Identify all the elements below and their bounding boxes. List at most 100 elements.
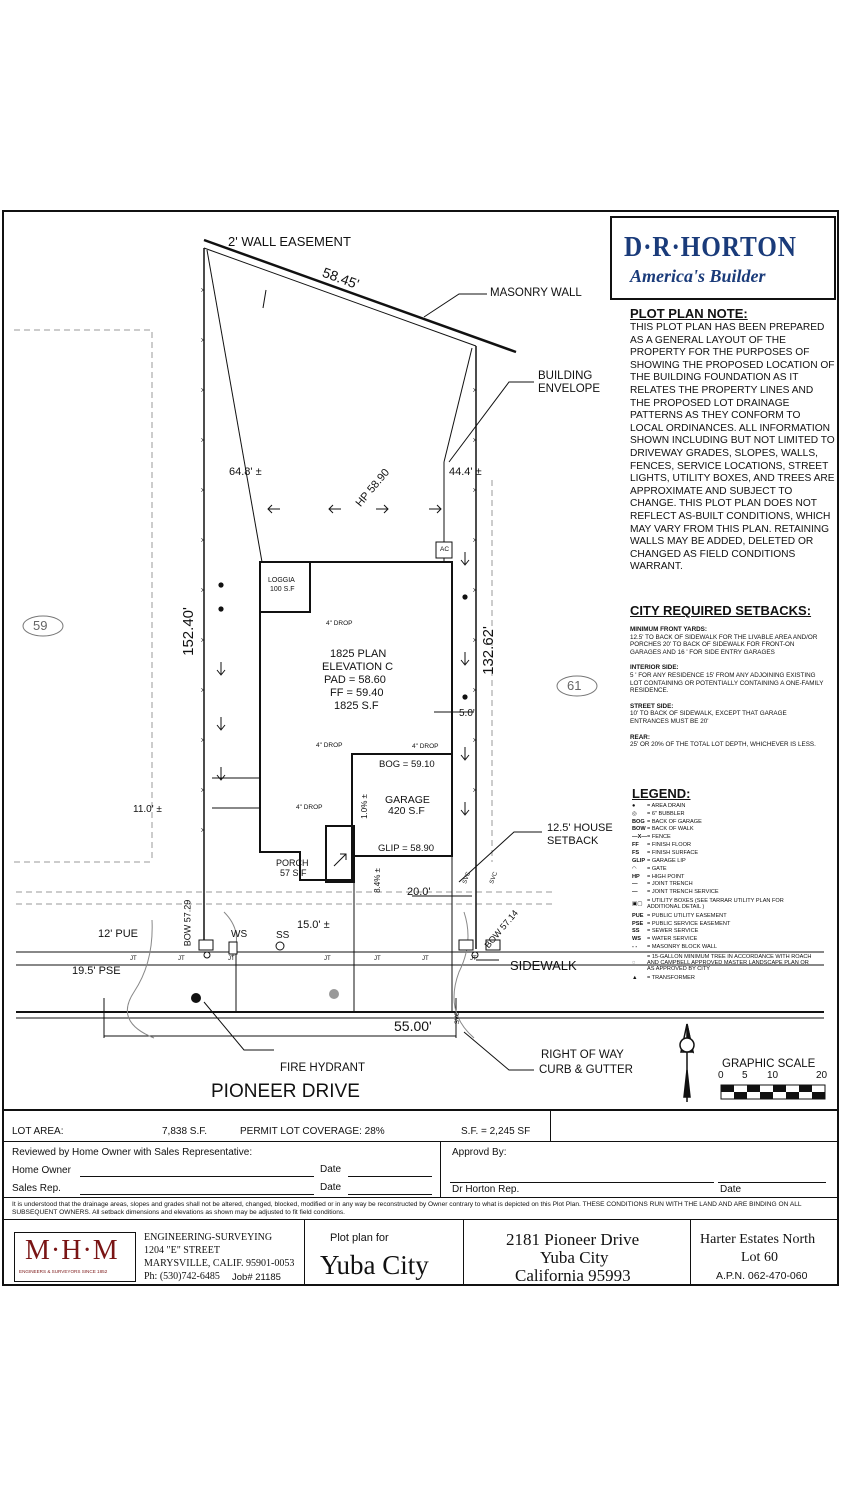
drop-label-right: 4" DROP: [412, 743, 439, 750]
jt-label: JT: [228, 956, 235, 962]
home-owner-date-label: Date: [320, 1164, 342, 1175]
legend-list: ●= AREA DRAIN ◎= 6" BUBBLER BOG= BACK OF…: [632, 802, 827, 982]
engineer-line-2: 1204 "E" STREET: [144, 1245, 220, 1256]
interior-side-text: 5 ' FOR ANY RESIDENCE 15' FROM ANY ADJOI…: [630, 671, 824, 695]
svg-text:x: x: [201, 637, 205, 644]
lot-61-label: 61: [567, 678, 582, 693]
svg-text:x: x: [201, 387, 205, 394]
total-sf: S.F. = 2,245 SF: [461, 1126, 531, 1137]
building-envelope-label-2: ENVELOPE: [538, 383, 600, 395]
builder-tagline: America's Builder: [630, 266, 766, 286]
home-owner-date-line[interactable]: [348, 1176, 432, 1177]
address-line-3: California 95993: [515, 1266, 631, 1285]
jt-label: JT: [324, 956, 331, 962]
legend-item: PSE= PUBLIC SERVICE EASEMENT: [632, 920, 731, 927]
pue-label: 12' PUE: [98, 928, 139, 940]
address-line-2: Yuba City: [540, 1248, 609, 1267]
legend-item: FF= FINISH FLOOR: [632, 842, 691, 849]
svg-text:x: x: [201, 687, 205, 694]
legend-title: LEGEND:: [632, 786, 691, 801]
plot-plan-for-label: Plot plan for: [330, 1232, 389, 1244]
finish-floor-elevation: FF = 59.40: [330, 687, 384, 699]
svg-text:x: x: [473, 437, 477, 444]
wall-easement-label: 2' WALL EASEMENT: [228, 234, 351, 249]
left-angle-dimension: 64.8' ±: [229, 466, 262, 478]
engineer-phone: Ph: (530)742-6485: [144, 1271, 220, 1282]
interior-side-heading: INTERIOR SIDE:: [630, 664, 679, 672]
svg-text:x: x: [473, 487, 477, 494]
svg-text:x: x: [473, 637, 477, 644]
drop-label-loggia: 4" DROP: [326, 620, 353, 627]
sidewalk-label: SIDEWALK: [510, 958, 577, 973]
engineer-logo-subtitle: ENGINEERS & SURVEYORS SINCE 1852: [19, 1269, 108, 1274]
dr-rep-date-line[interactable]: [718, 1182, 826, 1183]
svg-text:x: x: [201, 587, 205, 594]
city-name: Yuba City: [320, 1250, 429, 1280]
svg-text:x: x: [201, 737, 205, 744]
summary-row: LOT AREA: 7,838 S.F. PERMIT LOT COVERAGE…: [4, 1110, 837, 1142]
legend-item: ▲= TRANSFORMER: [632, 975, 695, 982]
approved-by-label: Approvd By:: [452, 1147, 507, 1158]
disclaimer-row: It is understood that the drainage areas…: [4, 1198, 837, 1220]
loggia-label-2: 100 S.F: [270, 586, 295, 593]
water-service-label: WS: [231, 929, 248, 940]
house-setback-label-1: 12.5' HOUSE: [547, 822, 613, 834]
builder-logo: D·R·HORTON America's Builder: [610, 216, 836, 300]
left-lot-depth: 152.40': [179, 607, 197, 656]
street-side-heading: STREET SIDE:: [630, 702, 674, 710]
loggia-label-1: LOGGIA: [268, 577, 295, 584]
graphic-scale-label: GRAPHIC SCALE: [722, 1058, 816, 1070]
garage-lip: GLIP = 58.90: [378, 843, 435, 854]
pad-elevation: PAD = 58.60: [324, 674, 386, 686]
setbacks-title: CITY REQUIRED SETBACKS:: [630, 603, 812, 618]
lot-59-label: 59: [33, 618, 48, 633]
front-yard-heading: MINIMUM FRONT YARDS:: [630, 626, 707, 633]
legend-item: GLIP= GARAGE LIP: [632, 857, 686, 864]
dr-rep-signature-line[interactable]: [450, 1182, 714, 1183]
right-side-setback: 5.0': [459, 708, 475, 719]
svg-text:x: x: [201, 437, 205, 444]
legend-item: SS= SEWER SERVICE: [632, 928, 699, 935]
driveway-slope: 8.4% ±: [372, 868, 382, 893]
legend-item: —= JOINT TRENCH: [632, 881, 693, 888]
svg-text:x: x: [473, 537, 477, 544]
rear-text: 25' OR 20% OF THE TOTAL LOT DEPTH, WHICH…: [630, 741, 816, 749]
jt-label: JT: [422, 956, 429, 962]
garage-label: GARAGE: [385, 794, 430, 806]
left-side-setback: 11.0' ±: [133, 804, 162, 815]
sales-rep-date-line[interactable]: [348, 1194, 432, 1195]
sales-rep-signature-line[interactable]: [80, 1194, 314, 1195]
home-owner-signature-line[interactable]: [80, 1176, 314, 1177]
svg-text:x: x: [201, 487, 205, 494]
engineer-logo: M·H·M ENGINEERS & SURVEYORS SINCE 1852: [14, 1232, 136, 1282]
fire-hydrant-label: FIRE HYDRANT: [280, 1062, 365, 1074]
front-setback-dimension: 20.0': [407, 886, 431, 898]
title-block: M·H·M ENGINEERS & SURVEYORS SINCE 1852 E…: [4, 1220, 837, 1285]
job-number: Job# 21185: [232, 1272, 281, 1283]
jt-label: JT: [178, 956, 185, 962]
jt-label: JT: [470, 956, 477, 962]
lot-number: Lot 60: [741, 1250, 778, 1265]
apn-number: A.P.N. 062-470-060: [716, 1270, 808, 1282]
engineer-line-1: ENGINEERING-SURVEYING: [144, 1232, 273, 1243]
curb-gutter-label: CURB & GUTTER: [539, 1064, 633, 1076]
drop-label-left: 4" DROP: [316, 742, 343, 749]
svg-text:x: x: [201, 787, 205, 794]
dr-rep-date-label: Date: [720, 1184, 742, 1195]
subdivision-name: Harter Estates North: [700, 1232, 816, 1247]
garage-slope: 1.0% ±: [359, 794, 369, 819]
lot-area-label: LOT AREA:: [12, 1126, 64, 1137]
svg-text:x: x: [473, 787, 477, 794]
porch-area: 57 S.F: [280, 868, 307, 878]
reviewed-label: Reviewed by Home Owner with Sales Repres…: [12, 1147, 253, 1158]
porch-label: PORCH: [276, 858, 309, 868]
svg-text:x: x: [473, 737, 477, 744]
disclaimer-text: It is understood that the drainage areas…: [12, 1201, 802, 1216]
address-line-1: 2181 Pioneer Drive: [506, 1230, 640, 1249]
legend-item: ▣▢= UTILITY BOXES (SEE TARRAR UTILITY PL…: [632, 897, 784, 910]
masonry-wall-label: MASONRY WALL: [490, 287, 582, 299]
builder-name: D·R·HORTON: [624, 232, 797, 263]
rear-heading: REAR:: [630, 733, 650, 741]
engineer-line-3: MARYSVILLE, CALIF. 95901-0053: [144, 1258, 295, 1269]
